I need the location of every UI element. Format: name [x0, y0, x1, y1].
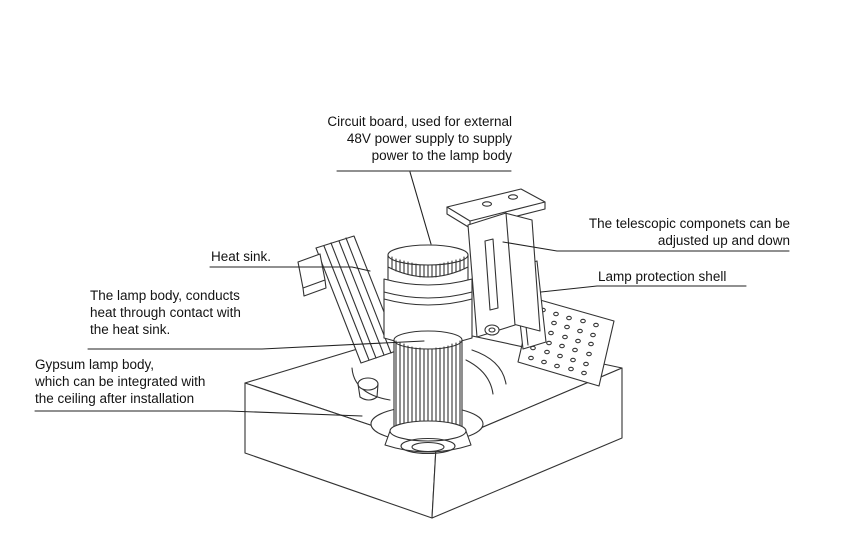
lamp-ribs — [395, 340, 461, 438]
heat-sink-drawing — [297, 235, 400, 364]
leader-lines — [34, 170, 790, 417]
leader-gypsum — [34, 410, 363, 417]
circuit-board-ribs — [391, 256, 465, 278]
label-gypsum-line3: the ceiling after installation — [35, 391, 195, 406]
label-telescopic: The telescopic componets can be adjusted… — [556, 215, 790, 249]
label-lamp-body-line3: the heat sink. — [90, 322, 171, 337]
label-circuit-board-line2: 48V power supply to supply — [346, 131, 512, 146]
lamp-body-drawing — [383, 244, 473, 455]
label-lamp-body: The lamp body, conducts heat through con… — [90, 287, 241, 338]
leader-circuit-board — [336, 170, 512, 245]
telescopic-bracket-drawing — [467, 212, 541, 338]
label-gypsum-line2: which can be integrated with — [35, 374, 206, 389]
label-heat-sink: Heat sink. — [211, 248, 271, 265]
label-telescopic-line1: The telescopic componets can be — [588, 216, 790, 231]
label-heat-sink-text: Heat sink. — [211, 249, 272, 264]
perforation-holes — [528, 307, 599, 376]
label-lamp-body-line1: The lamp body, conducts — [90, 288, 240, 303]
label-telescopic-line2: adjusted up and down — [657, 233, 790, 248]
leader-lamp-protection — [540, 285, 747, 293]
leader-lamp-body — [87, 340, 425, 350]
label-circuit-board-line3: power to the lamp body — [371, 148, 512, 163]
label-lamp-body-line2: heat through contact with — [90, 305, 241, 320]
label-circuit-board: Circuit board, used for external 48V pow… — [300, 113, 512, 164]
yoke-bracket-drawing — [351, 324, 507, 401]
label-circuit-board-line1: Circuit board, used for external — [327, 114, 512, 129]
label-lamp-protection: Lamp protection shell — [598, 268, 726, 285]
leader-heat-sink — [209, 266, 371, 272]
leader-telescopic — [502, 241, 790, 252]
label-gypsum-line1: Gypsum lamp body, — [35, 357, 155, 372]
label-lamp-protection-text: Lamp protection shell — [598, 269, 727, 284]
label-gypsum: Gypsum lamp body, which can be integrate… — [35, 356, 205, 407]
